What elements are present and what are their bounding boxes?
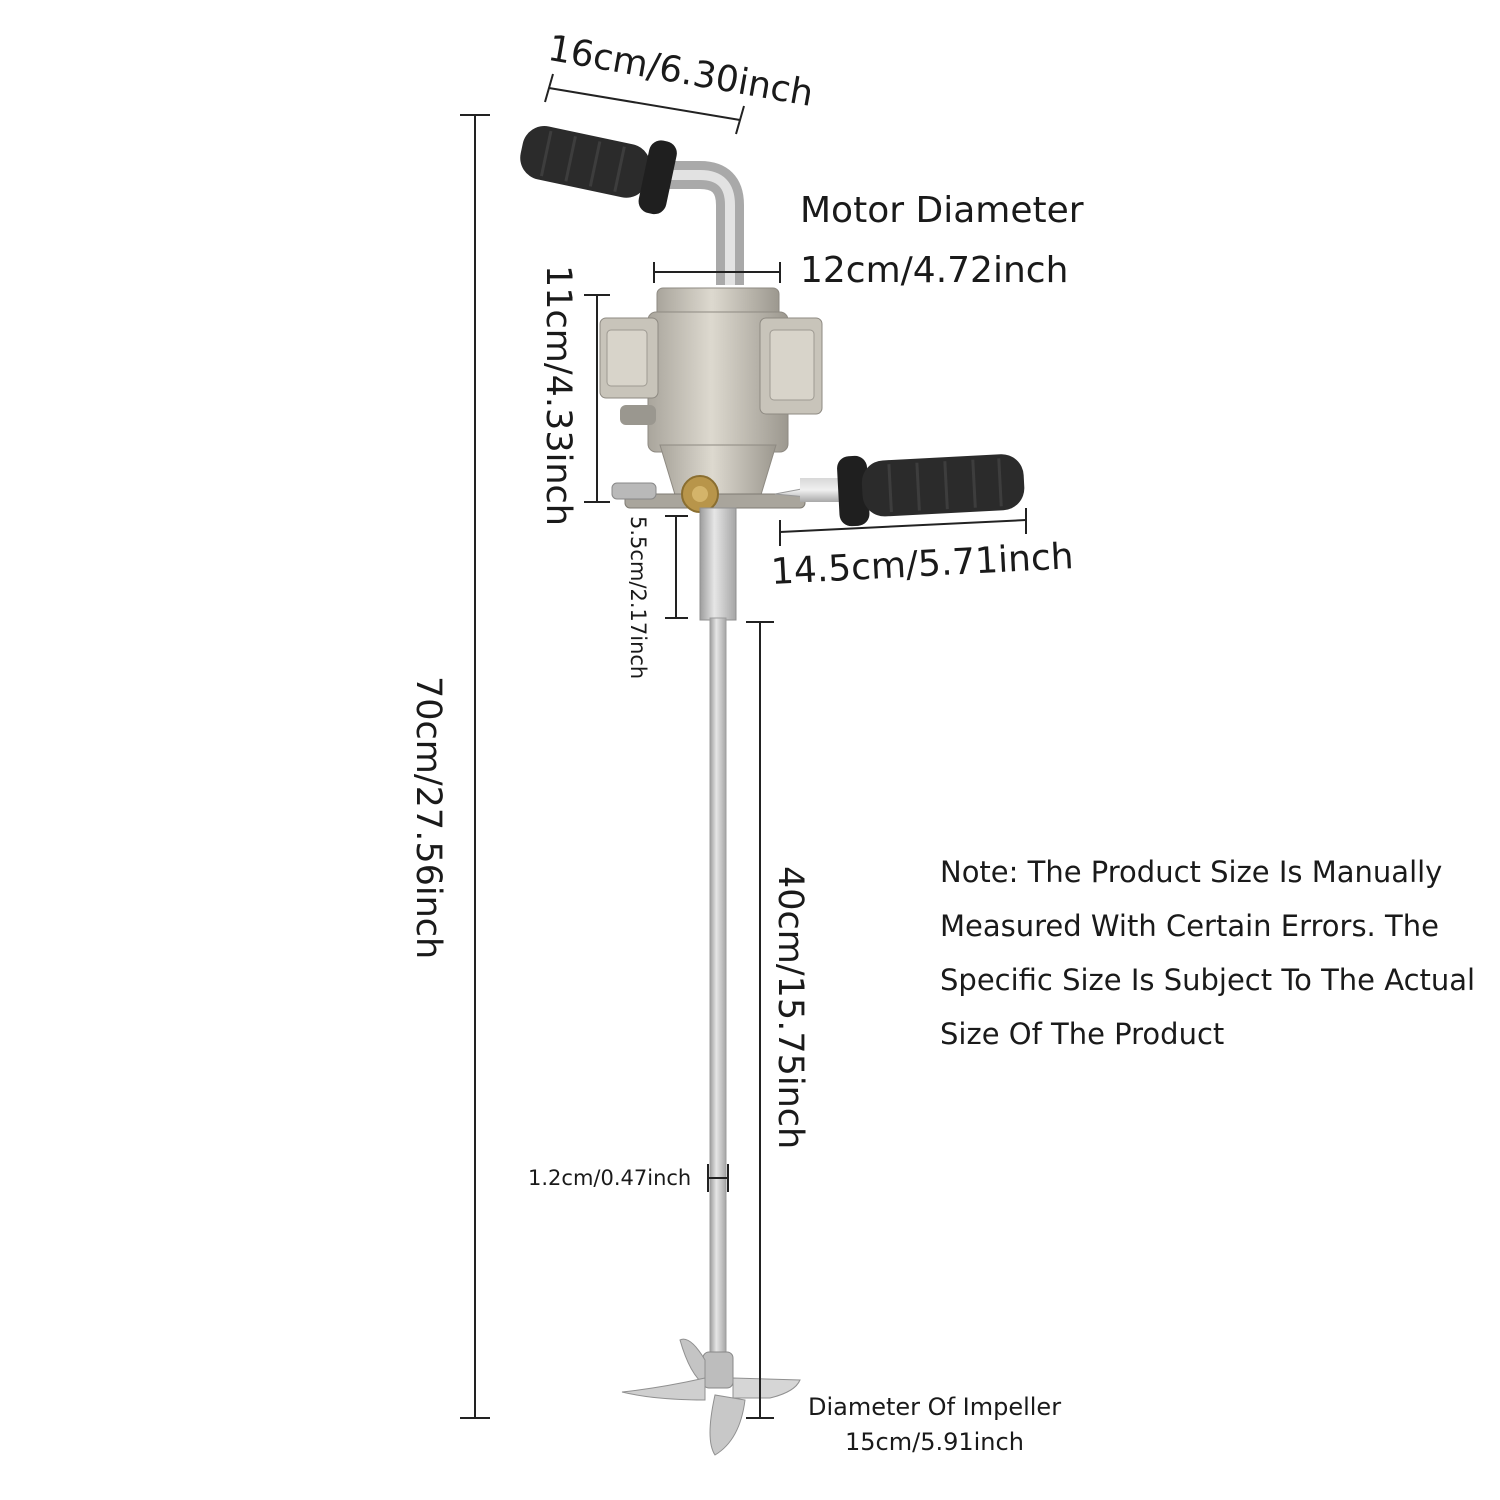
impeller-diameter-value: 15cm/5.91inch bbox=[845, 1428, 1024, 1456]
neck-dimension-label: 5.5cm/2.17inch bbox=[626, 516, 650, 680]
motor-diameter-value: 12cm/4.72inch bbox=[800, 250, 1069, 291]
top-grip bbox=[520, 126, 677, 215]
shaft-length-dimension-label: 40cm/15.75inch bbox=[770, 866, 810, 1150]
note-line-2: Measured With Certain Errors. The bbox=[940, 909, 1439, 943]
impeller-diameter-title: Diameter Of Impeller bbox=[808, 1393, 1062, 1421]
total-height-dimension-label: 70cm/27.56inch bbox=[408, 676, 448, 960]
dimension-lines bbox=[460, 73, 1027, 1419]
motor-height-dimension-label: 11cm/4.33inch bbox=[538, 265, 578, 526]
top-handle bbox=[520, 126, 744, 285]
motor-body bbox=[599, 287, 823, 513]
note-line-1: Note: The Product Size Is Manually bbox=[940, 855, 1443, 889]
side-handle bbox=[774, 454, 1025, 527]
shaft bbox=[699, 507, 737, 1359]
shaft-diameter-dimension-label: 1.2cm/0.47inch bbox=[528, 1166, 692, 1190]
note-line-4: Size Of The Product bbox=[940, 1017, 1225, 1051]
note-line-3: Specific Size Is Subject To The Actual bbox=[940, 963, 1476, 997]
impeller bbox=[621, 1338, 801, 1456]
motor-diameter-title: Motor Diameter bbox=[800, 190, 1084, 231]
